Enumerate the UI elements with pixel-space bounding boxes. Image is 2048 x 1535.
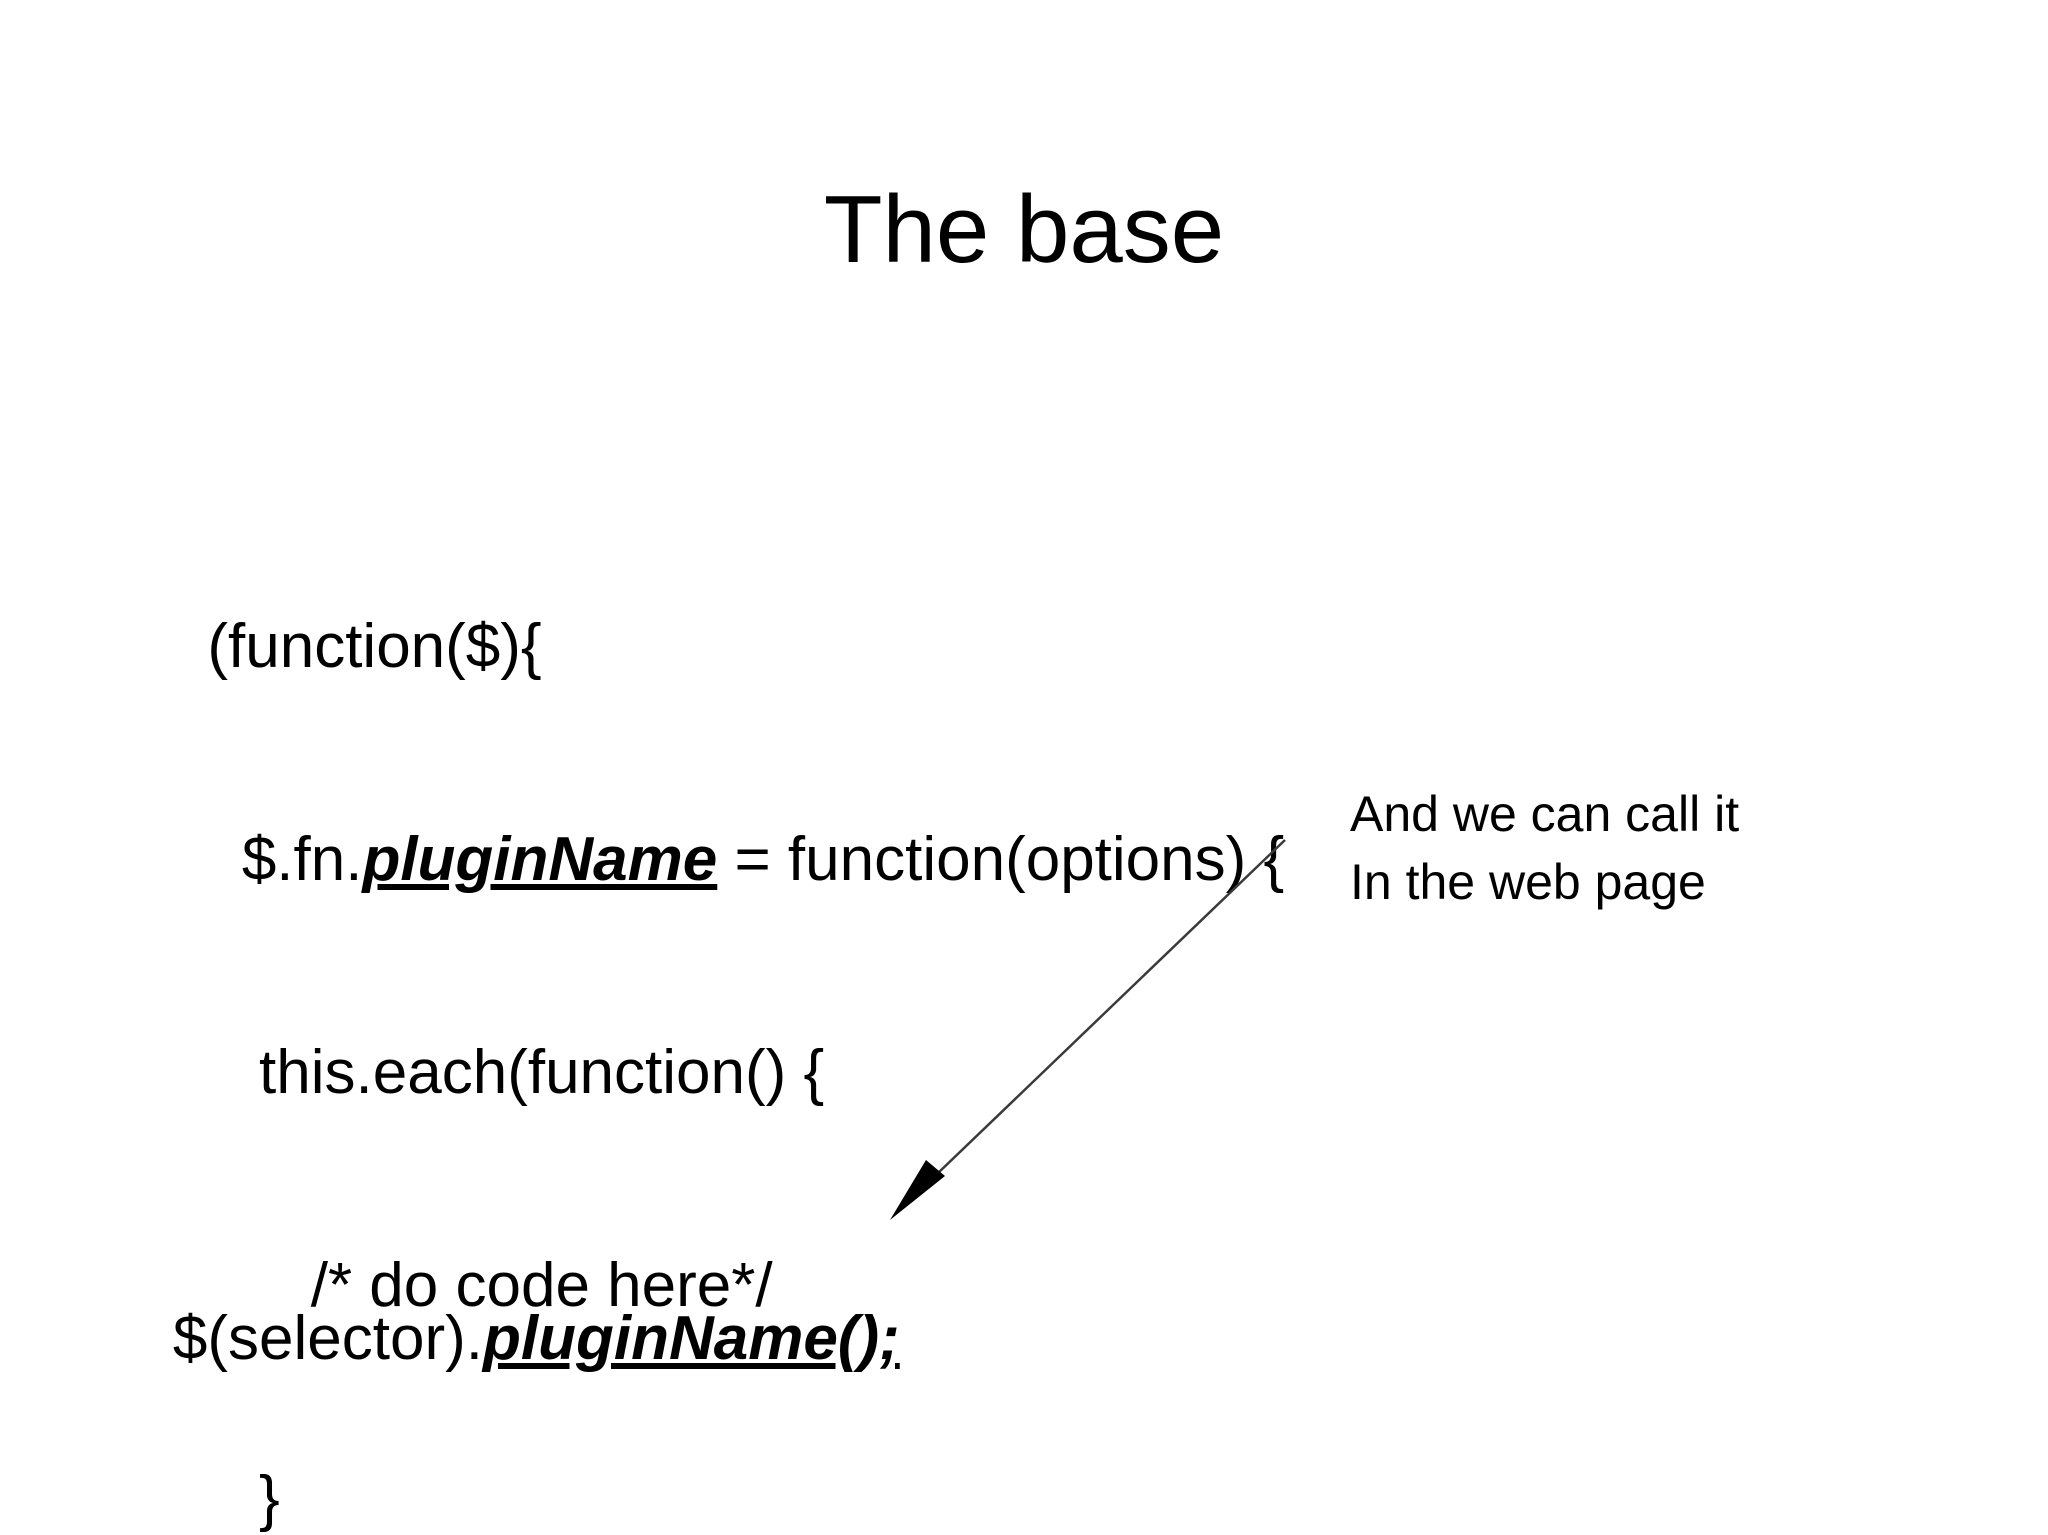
code-line-3-pre: /* do code here*/ (310, 1251, 773, 1320)
code-line-1-indent (207, 825, 241, 894)
code-line-1-post: = function(options) { (717, 825, 1285, 894)
call-line-pre: $(selector). (172, 1304, 483, 1373)
code-line-1-pre: $.fn. (241, 825, 363, 894)
page-title: The base (823, 176, 1225, 284)
code-line-4-indent (207, 1464, 259, 1533)
call-usage-line: $(selector).pluginName(); (104, 1232, 900, 1445)
code-line-0-pre: (function($){ (207, 612, 542, 681)
annotation-line-1: And we can call it (1350, 786, 1740, 842)
annotation-text: And we can call it In the web page (1350, 780, 1739, 916)
code-line: (function($){ (104, 540, 1284, 681)
code-line-2-pre: this.each(function() { (259, 1038, 825, 1107)
code-line-2-indent (207, 1038, 259, 1107)
annotation-line-2: In the web page (1350, 854, 1706, 910)
code-line: $.fn.pluginName = function(options) { (104, 753, 1284, 894)
code-line: this.each(function() { (104, 966, 1284, 1107)
code-line: /* do code here*/ (104, 1179, 1284, 1320)
code-line-4-pre: } (259, 1464, 280, 1533)
code-line: } (104, 1392, 1284, 1533)
plugin-call-emphasis: pluginName(); (483, 1304, 900, 1373)
plugin-name-emphasis: pluginName (362, 825, 718, 894)
